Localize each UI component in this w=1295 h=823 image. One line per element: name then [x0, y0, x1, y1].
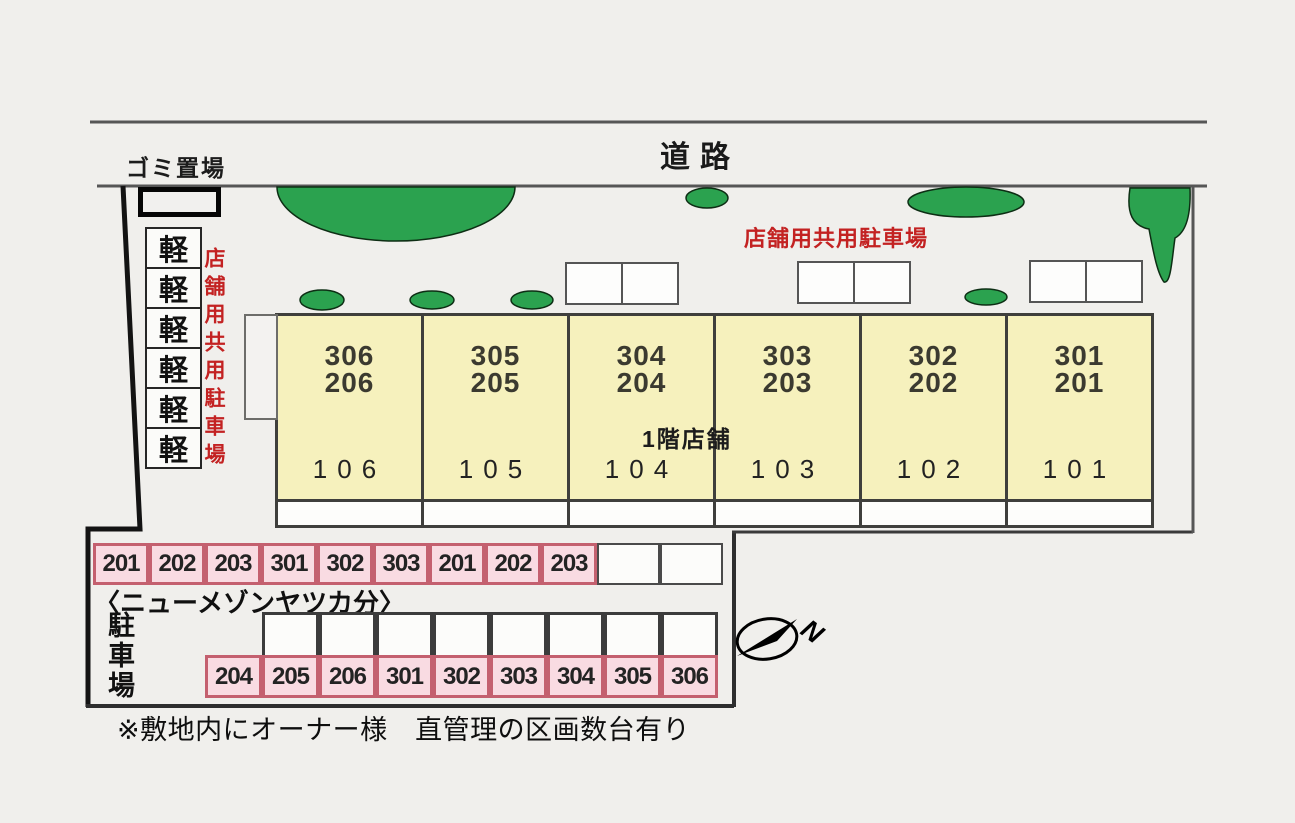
parking-stall-assigned: 203	[541, 543, 597, 585]
bush-icon	[907, 186, 1025, 218]
unit-area: 303 203 103	[716, 316, 859, 502]
upper-parking-unassigned	[597, 543, 723, 585]
parking-stall	[621, 262, 679, 305]
compass-n-letter: N	[795, 614, 829, 650]
bush-icon	[964, 288, 1008, 306]
shop-unit-cell: 302 202 102	[862, 316, 1008, 525]
site-footnote: ※敷地内にオーナー様 直管理の区画数台有り	[117, 715, 691, 745]
parking-stall	[660, 543, 723, 585]
parking-lot-label: 駐車場	[104, 611, 134, 701]
unit-number-3f: 301	[1054, 340, 1105, 371]
shared-parking-pair	[565, 262, 679, 305]
unit-number-1f: 106	[312, 454, 387, 484]
unit-number-2f: 202	[908, 367, 959, 398]
unit-number-1f: 102	[896, 454, 971, 484]
unit-number-1f: 104	[604, 454, 679, 484]
unit-number-2f: 203	[762, 367, 813, 398]
kei-parking-cell: 軽	[145, 427, 202, 469]
parking-stall-assigned: 303	[490, 655, 547, 698]
parking-stall-assigned: 304	[547, 655, 604, 698]
garbage-area-label: ゴミ置場	[126, 155, 226, 181]
unit-number-2f: 201	[1054, 367, 1105, 398]
unit-number-1f: 103	[750, 454, 825, 484]
unit-area: 306 206 106	[278, 316, 421, 502]
bush-icon	[685, 187, 729, 209]
unit-area: 304 204 104	[570, 316, 713, 502]
parking-stall	[1085, 260, 1143, 303]
parking-stall-assigned: 203	[205, 543, 261, 585]
unit-number-3f: 304	[616, 340, 667, 371]
shop-unit-cell: 305 205 105	[424, 316, 570, 525]
parking-stall	[853, 261, 911, 304]
kei-parking-cell: 軽	[145, 227, 202, 269]
parking-stall-assigned: 301	[376, 655, 433, 698]
parking-stall	[597, 543, 660, 585]
parking-stall	[565, 262, 623, 305]
unit-number-3f: 303	[762, 340, 813, 371]
parking-stall-assigned: 205	[262, 655, 319, 698]
unit-number-2f: 206	[324, 367, 375, 398]
parking-stall-assigned: 201	[429, 543, 485, 585]
unit-number-1f: 105	[458, 454, 533, 484]
shared-parking-pair	[797, 261, 911, 304]
unit-number-3f: 306	[324, 340, 375, 371]
garbage-box	[138, 187, 221, 217]
parking-stall-assigned: 201	[93, 543, 149, 585]
road-label: 道路	[660, 141, 740, 174]
unit-number-2f: 205	[470, 367, 521, 398]
unit-area: 305 205 105	[424, 316, 567, 502]
building-entrance-notch	[244, 314, 278, 420]
parking-stall	[1029, 260, 1087, 303]
unit-area: 301 201 101	[1008, 316, 1151, 502]
parking-stall-assigned: 206	[319, 655, 376, 698]
shop-unit-cell: 303 203 103	[716, 316, 862, 525]
kei-parking-cell: 軽	[145, 267, 202, 309]
shop-unit-cell: 306 206 106	[278, 316, 424, 525]
parking-stall	[797, 261, 855, 304]
unit-number-3f: 305	[470, 340, 521, 371]
parking-stall-assigned: 204	[205, 655, 262, 698]
parking-stall-assigned: 202	[485, 543, 541, 585]
kei-parking-cell: 軽	[145, 307, 202, 349]
shared-parking-label: 店舗用共用駐車場	[744, 226, 929, 251]
shared-parking-pair	[1029, 260, 1143, 303]
shop-unit-cell: 304 204 104	[570, 316, 716, 525]
unit-number-2f: 204	[616, 367, 667, 398]
shop-building: 306 206 106 305 205 105 304 204 104	[275, 313, 1154, 528]
unit-area: 302 202 102	[862, 316, 1005, 502]
kei-parking-cell: 軽	[145, 387, 202, 429]
compass-north-icon: N	[735, 614, 829, 661]
parking-stall-assigned: 301	[261, 543, 317, 585]
kei-parking-column: 軽軽軽軽軽軽	[145, 227, 202, 469]
unit-number-1f: 101	[1042, 454, 1117, 484]
shared-parking-label-vertical: 店舗用共用駐車場	[202, 247, 225, 471]
parking-stall-assigned: 305	[604, 655, 661, 698]
hedge-icon	[276, 186, 516, 242]
parking-stall-assigned: 302	[433, 655, 490, 698]
parking-stall-assigned: 202	[149, 543, 205, 585]
unit-number-3f: 302	[908, 340, 959, 371]
parking-stall-assigned: 303	[373, 543, 429, 585]
parking-stall-assigned: 306	[661, 655, 718, 698]
bush-icon	[409, 290, 455, 310]
parking-stall-assigned: 302	[317, 543, 373, 585]
shop-unit-cell: 301 201 101	[1008, 316, 1151, 525]
bush-icon	[299, 289, 345, 311]
first-floor-shops-label: 1階店舗	[642, 426, 732, 452]
bush-icon	[510, 290, 554, 310]
kei-parking-cell: 軽	[145, 347, 202, 389]
